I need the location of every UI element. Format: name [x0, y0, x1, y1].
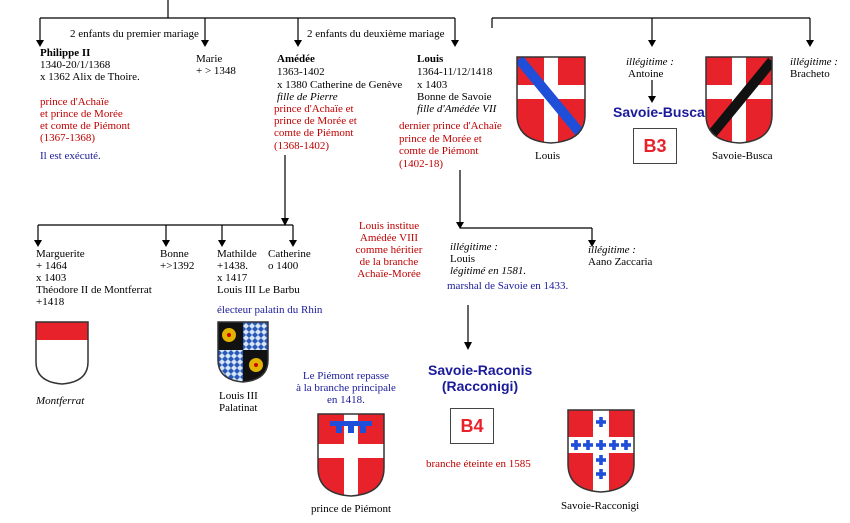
piemont-note: à la branche principale — [296, 382, 396, 394]
louis-institue-note: Amédée VIII — [359, 232, 419, 244]
montferrat-caption: Montferrat — [36, 395, 85, 407]
b3-box: B3 — [633, 128, 677, 164]
mathilde-title: électeur palatin du Rhin — [217, 304, 323, 316]
louis-institue-note: Louis institue — [358, 220, 420, 232]
catherine-line: o 1400 — [268, 260, 299, 272]
amedee-name: Amédée — [277, 53, 315, 65]
marguerite-line: Théodore II de Montferrat — [36, 284, 152, 296]
amedee-title: prince de Morée et — [274, 115, 357, 127]
bonne-line: Bonne — [160, 248, 189, 260]
philippe-title: prince d'Achaïe — [40, 96, 109, 108]
piemont-caption: prince de Piémont — [311, 503, 392, 515]
mathilde-line: x 1417 — [217, 272, 248, 284]
louis-line: Bonne de Savoie — [417, 91, 492, 103]
philippe-title: et comte de Piémont — [40, 120, 131, 132]
louis-institue-note: de la branche — [359, 256, 419, 268]
louis-shield-caption: Louis — [535, 150, 561, 162]
palatinate-coat-of-arms-icon — [217, 321, 269, 383]
mathilde-line: Mathilde — [217, 248, 257, 260]
antoine-tag: illégitime : — [626, 56, 674, 68]
catherine-line: Catherine — [268, 248, 311, 260]
marguerite-line: x 1403 — [36, 272, 67, 284]
bonne-line: +>1392 — [160, 260, 195, 272]
mathilde-line: +1438. — [217, 260, 248, 272]
racconigi-caption: Savoie-Racconigi — [561, 500, 640, 512]
philippe-title: (1367-1368) — [40, 132, 95, 144]
philippe-name: Philippe II — [40, 47, 91, 59]
piemont-note: en 1418. — [327, 394, 365, 406]
louis-line: x 1403 — [417, 79, 448, 91]
amedee-father: fille de Pierre — [277, 91, 338, 103]
marguerite-line: +1418 — [36, 296, 65, 308]
savoie-racconigi-coat-of-arms-icon — [567, 409, 635, 493]
louis-illegit-name: Louis — [450, 253, 476, 265]
amedee-line: 1363-1402 — [277, 66, 325, 78]
raconis-title: Savoie-Raconis — [428, 362, 533, 378]
amedee-line: x 1380 Catherine de Genève — [277, 79, 403, 91]
amedee-title: comte de Piémont — [274, 127, 354, 139]
louis-line: 1364-11/12/1418 — [417, 66, 493, 78]
philippe-note: Il est exécuté. — [40, 150, 101, 162]
aano-name: Aano Zaccaria — [588, 256, 653, 268]
louis-illegit-marshal: marshal de Savoie en 1433. — [447, 280, 569, 292]
marie-line: Marie — [196, 53, 223, 65]
b4-box: B4 — [450, 408, 494, 444]
raconis-subtitle: (Racconigi) — [441, 378, 519, 394]
amedee-title: (1368-1402) — [274, 140, 329, 152]
montferrat-coat-of-arms-icon — [35, 321, 89, 385]
philippe-line: x 1362 Alix de Thoire. — [40, 71, 140, 83]
first-marriage-label: 2 enfants du premier mariage — [70, 28, 199, 40]
b4-code: B4 — [460, 415, 484, 436]
bracheto-name: Bracheto — [790, 68, 830, 80]
louis-father: fille d'Amédée VII — [417, 103, 497, 115]
mathilde-line: Louis III Le Barbu — [217, 284, 300, 296]
palatinat-caption: Louis III — [219, 390, 258, 402]
raconis-extinct: branche éteinte en 1585 — [426, 458, 531, 470]
philippe-title: et prince de Morée — [40, 108, 123, 120]
savoie-busca-title: Savoie-Busca — [613, 104, 705, 120]
louis-institue-note: comme héritier — [355, 244, 423, 256]
bracheto-tag: illégitime : — [790, 56, 838, 68]
b3-code: B3 — [643, 135, 667, 156]
louis-title: (1402-18) — [399, 158, 443, 170]
savoie-busca-caption: Savoie-Busca — [712, 150, 773, 162]
piemont-note: Le Piémont repasse — [302, 370, 390, 382]
marguerite-line: + 1464 — [36, 260, 67, 272]
louis-coat-of-arms-icon — [516, 56, 586, 144]
prince-de-piemont-coat-of-arms-icon — [317, 413, 385, 497]
philippe-line: 1340-20/1/1368 — [40, 59, 111, 71]
second-marriage-label: 2 enfants du deuxième mariage — [307, 28, 445, 40]
louis-title: comte de Piémont — [399, 145, 479, 157]
antoine-name: Antoine — [628, 68, 664, 80]
louis-name: Louis — [417, 53, 444, 65]
amedee-title: prince d'Achaïe et — [274, 103, 354, 115]
louis-title: prince de Morée et — [399, 133, 482, 145]
marie-line: + > 1348 — [196, 65, 236, 77]
louis-illegit-legit: légitimé en 1581. — [450, 265, 527, 277]
louis-title: dernier prince d'Achaïe — [399, 120, 502, 132]
marguerite-line: Marguerite — [36, 248, 85, 260]
louis-institue-note: Achaïe-Morée — [357, 268, 421, 280]
aano-tag: illégitime : — [588, 244, 636, 256]
palatinat-caption: Palatinat — [219, 402, 258, 414]
louis-illegit-tag: illégitime : — [450, 241, 498, 253]
savoie-busca-coat-of-arms-icon — [705, 56, 773, 144]
